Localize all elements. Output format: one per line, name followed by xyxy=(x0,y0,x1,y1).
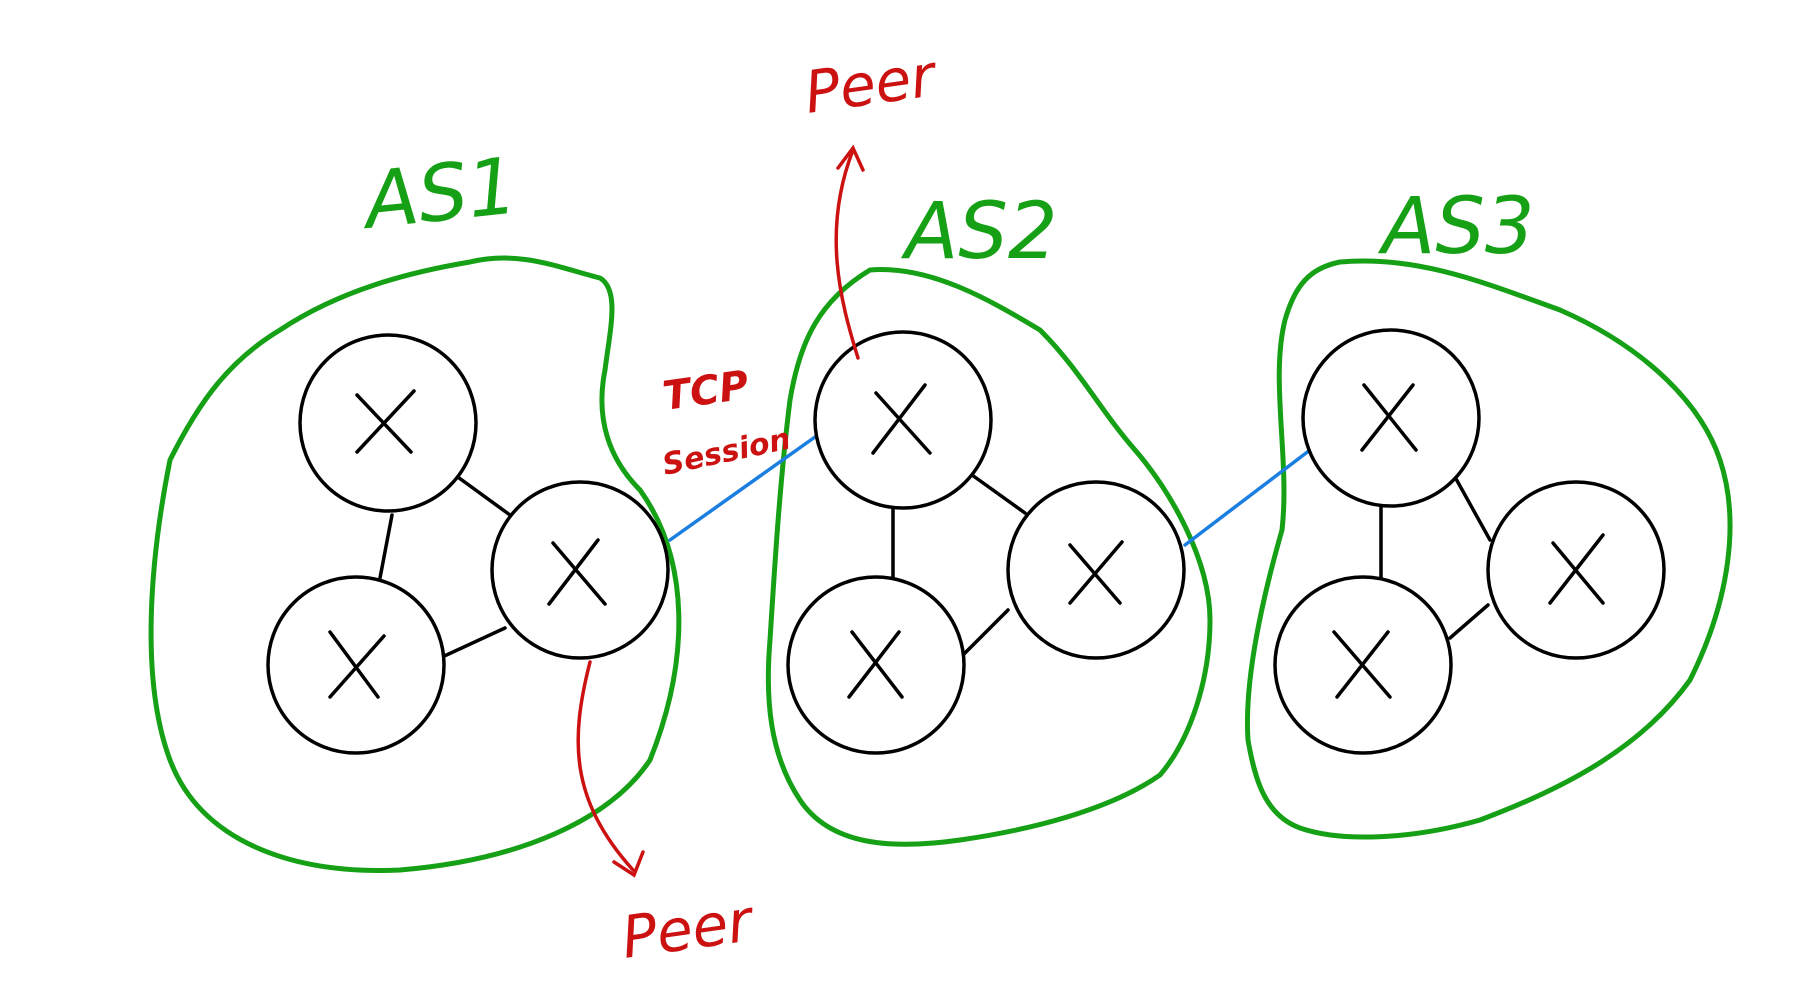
as2-link-bottom-right xyxy=(961,608,1010,657)
as3-router-right xyxy=(1486,480,1666,660)
svg-text:Session: Session xyxy=(659,422,793,483)
as2-router-right xyxy=(1006,480,1186,660)
as3-router-top xyxy=(1301,328,1481,508)
peer-bottom-label: Peer xyxy=(617,886,759,972)
as3-link-bottom-right xyxy=(1448,603,1490,640)
as1-link-top-bottom xyxy=(378,513,394,580)
as3-label: AS3 xyxy=(1377,182,1535,272)
tcp-session-line-as1-as2 xyxy=(668,435,817,542)
as2-link-top-right xyxy=(970,473,1027,515)
as1-label: AS1 xyxy=(356,141,522,247)
as1-link-bottom-right xyxy=(438,626,507,660)
as2-label: AS2 xyxy=(900,187,1058,277)
as1-router-bottom xyxy=(266,575,446,755)
as2-router-bottom xyxy=(786,575,966,755)
as2-boundary xyxy=(765,267,1213,847)
as2-router-top xyxy=(813,330,993,510)
as1-router-top xyxy=(298,333,478,513)
as1-link-top-right xyxy=(453,473,512,517)
as3-boundary xyxy=(1244,258,1733,840)
as3-link-top-right xyxy=(1448,466,1492,542)
tcp-session-line-as2-as3 xyxy=(1183,448,1312,547)
peer-arrow-down xyxy=(576,660,645,878)
as3-router-bottom xyxy=(1273,575,1453,755)
peer-top-label: Peer xyxy=(800,41,942,127)
peer-arrow-up xyxy=(834,144,865,360)
as1-router-right xyxy=(490,480,670,660)
svg-text:TCP: TCP xyxy=(660,362,752,420)
as1-boundary xyxy=(148,255,682,873)
